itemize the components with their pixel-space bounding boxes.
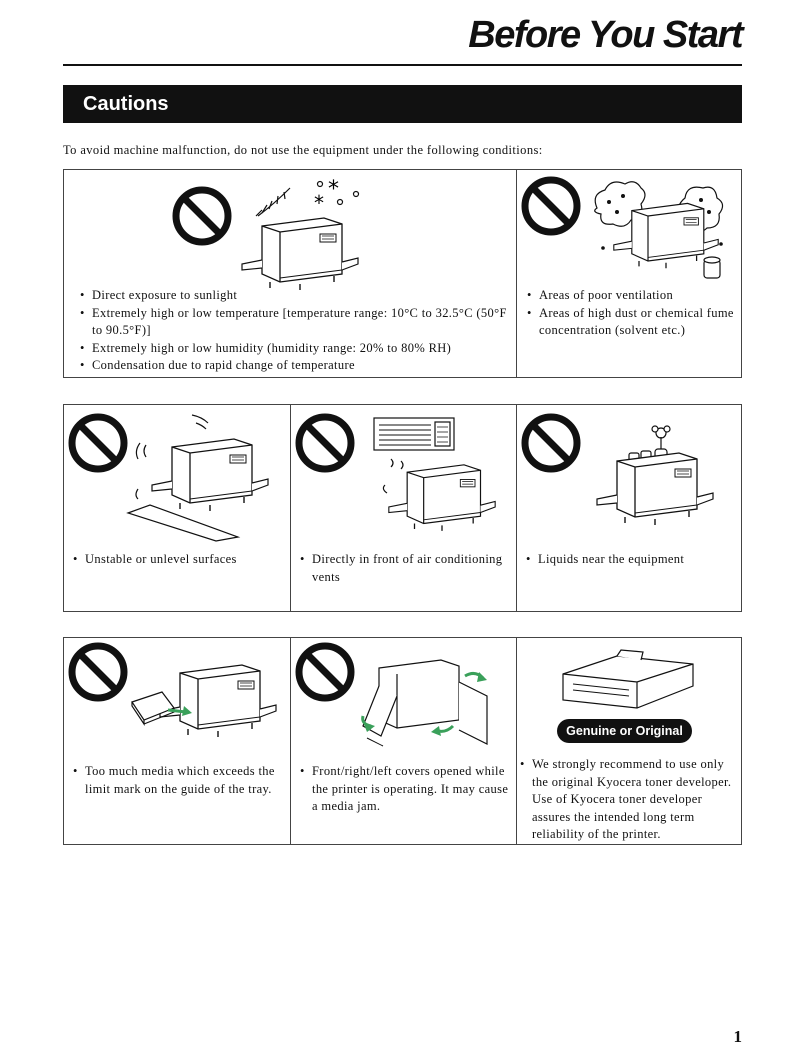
no-entry-icon <box>295 642 355 702</box>
caution-cell-liquids: Liquids near the equipment <box>516 405 741 611</box>
caution-cell-ventilation: Areas of poor ventilation Areas of high … <box>516 170 741 377</box>
solvent-can-icon <box>703 256 721 279</box>
bullet-list: We strongly recommend to use only the or… <box>520 756 738 844</box>
printer-illustration <box>595 447 715 527</box>
page-number: 1 <box>733 1027 743 1046</box>
svg-text:*: * <box>328 177 339 202</box>
toner-cartridge-illustration <box>562 649 694 709</box>
bullet-list: Areas of poor ventilation Areas of high … <box>527 287 737 340</box>
printer-open-covers-illustration <box>361 659 488 747</box>
caution-cell-environment: * * Direct exposure to sunlight Extremel… <box>64 170 516 377</box>
no-entry-icon <box>295 413 355 473</box>
no-entry-icon <box>68 413 128 473</box>
svg-text:*: * <box>314 191 324 215</box>
printer-illustration <box>387 459 497 533</box>
bullet-item: Extremely high or low humidity (humidity… <box>80 340 510 358</box>
air-conditioner-icon <box>373 417 455 451</box>
bullet-item: Extremely high or low temperature [tempe… <box>80 305 510 340</box>
section-banner: Cautions <box>63 85 742 123</box>
bullet-item: Liquids near the equipment <box>526 551 736 569</box>
caution-cell-covers-open: Front/right/left covers opened while the… <box>290 638 516 844</box>
no-entry-icon <box>68 642 128 702</box>
caution-cell-genuine-toner: We strongly recommend to use only the or… <box>516 638 741 844</box>
bullet-item: Condensation due to rapid change of temp… <box>80 357 510 375</box>
bullet-list: Liquids near the equipment <box>526 551 736 569</box>
snow-icon: * * <box>314 177 360 215</box>
no-entry-icon <box>172 186 232 246</box>
bullet-list: Unstable or unlevel surfaces <box>73 551 283 569</box>
bullet-list: Too much media which exceeds the limit m… <box>73 763 278 798</box>
sun-icon <box>255 187 291 217</box>
caution-row-3: Too much media which exceeds the limit m… <box>63 637 742 845</box>
bullet-list: Directly in front of air conditioning ve… <box>300 551 510 586</box>
bullet-list: Direct exposure to sunlight Extremely hi… <box>80 287 510 375</box>
no-entry-icon <box>521 413 581 473</box>
genuine-original-badge: Genuine or Original <box>557 719 692 743</box>
caution-row-1: * * Direct exposure to sunlight Extremel… <box>63 169 742 378</box>
title-rule <box>63 64 742 66</box>
bullet-item: Front/right/left covers opened while the… <box>300 763 510 816</box>
bullet-item: Unstable or unlevel surfaces <box>73 551 283 569</box>
media-stack-icon <box>131 691 192 726</box>
page-title: Before You Start <box>468 14 743 56</box>
caution-cell-air-vent: Directly in front of air conditioning ve… <box>290 405 516 611</box>
bullet-item: Directly in front of air conditioning ve… <box>300 551 510 586</box>
bullet-item: Areas of high dust or chemical fume conc… <box>527 305 737 340</box>
bullet-list: Front/right/left covers opened while the… <box>300 763 510 816</box>
bullet-item: Too much media which exceeds the limit m… <box>73 763 278 798</box>
intro-text: To avoid machine malfunction, do not use… <box>63 143 543 157</box>
bullet-item: We strongly recommend to use only the or… <box>520 756 738 844</box>
wobble-lines-icon <box>135 414 209 500</box>
caution-row-2: Unstable or unlevel surfaces Directly in… <box>63 404 742 612</box>
caution-cell-media-overload: Too much media which exceeds the limit m… <box>64 638 290 844</box>
airflow-icon <box>382 458 404 494</box>
caution-cell-unstable: Unstable or unlevel surfaces <box>64 405 290 611</box>
unstable-surface-icon <box>126 504 241 542</box>
no-entry-icon <box>521 176 581 236</box>
printer-illustration <box>240 212 360 292</box>
bullet-item: Areas of poor ventilation <box>527 287 737 305</box>
bullet-item: Direct exposure to sunlight <box>80 287 510 305</box>
